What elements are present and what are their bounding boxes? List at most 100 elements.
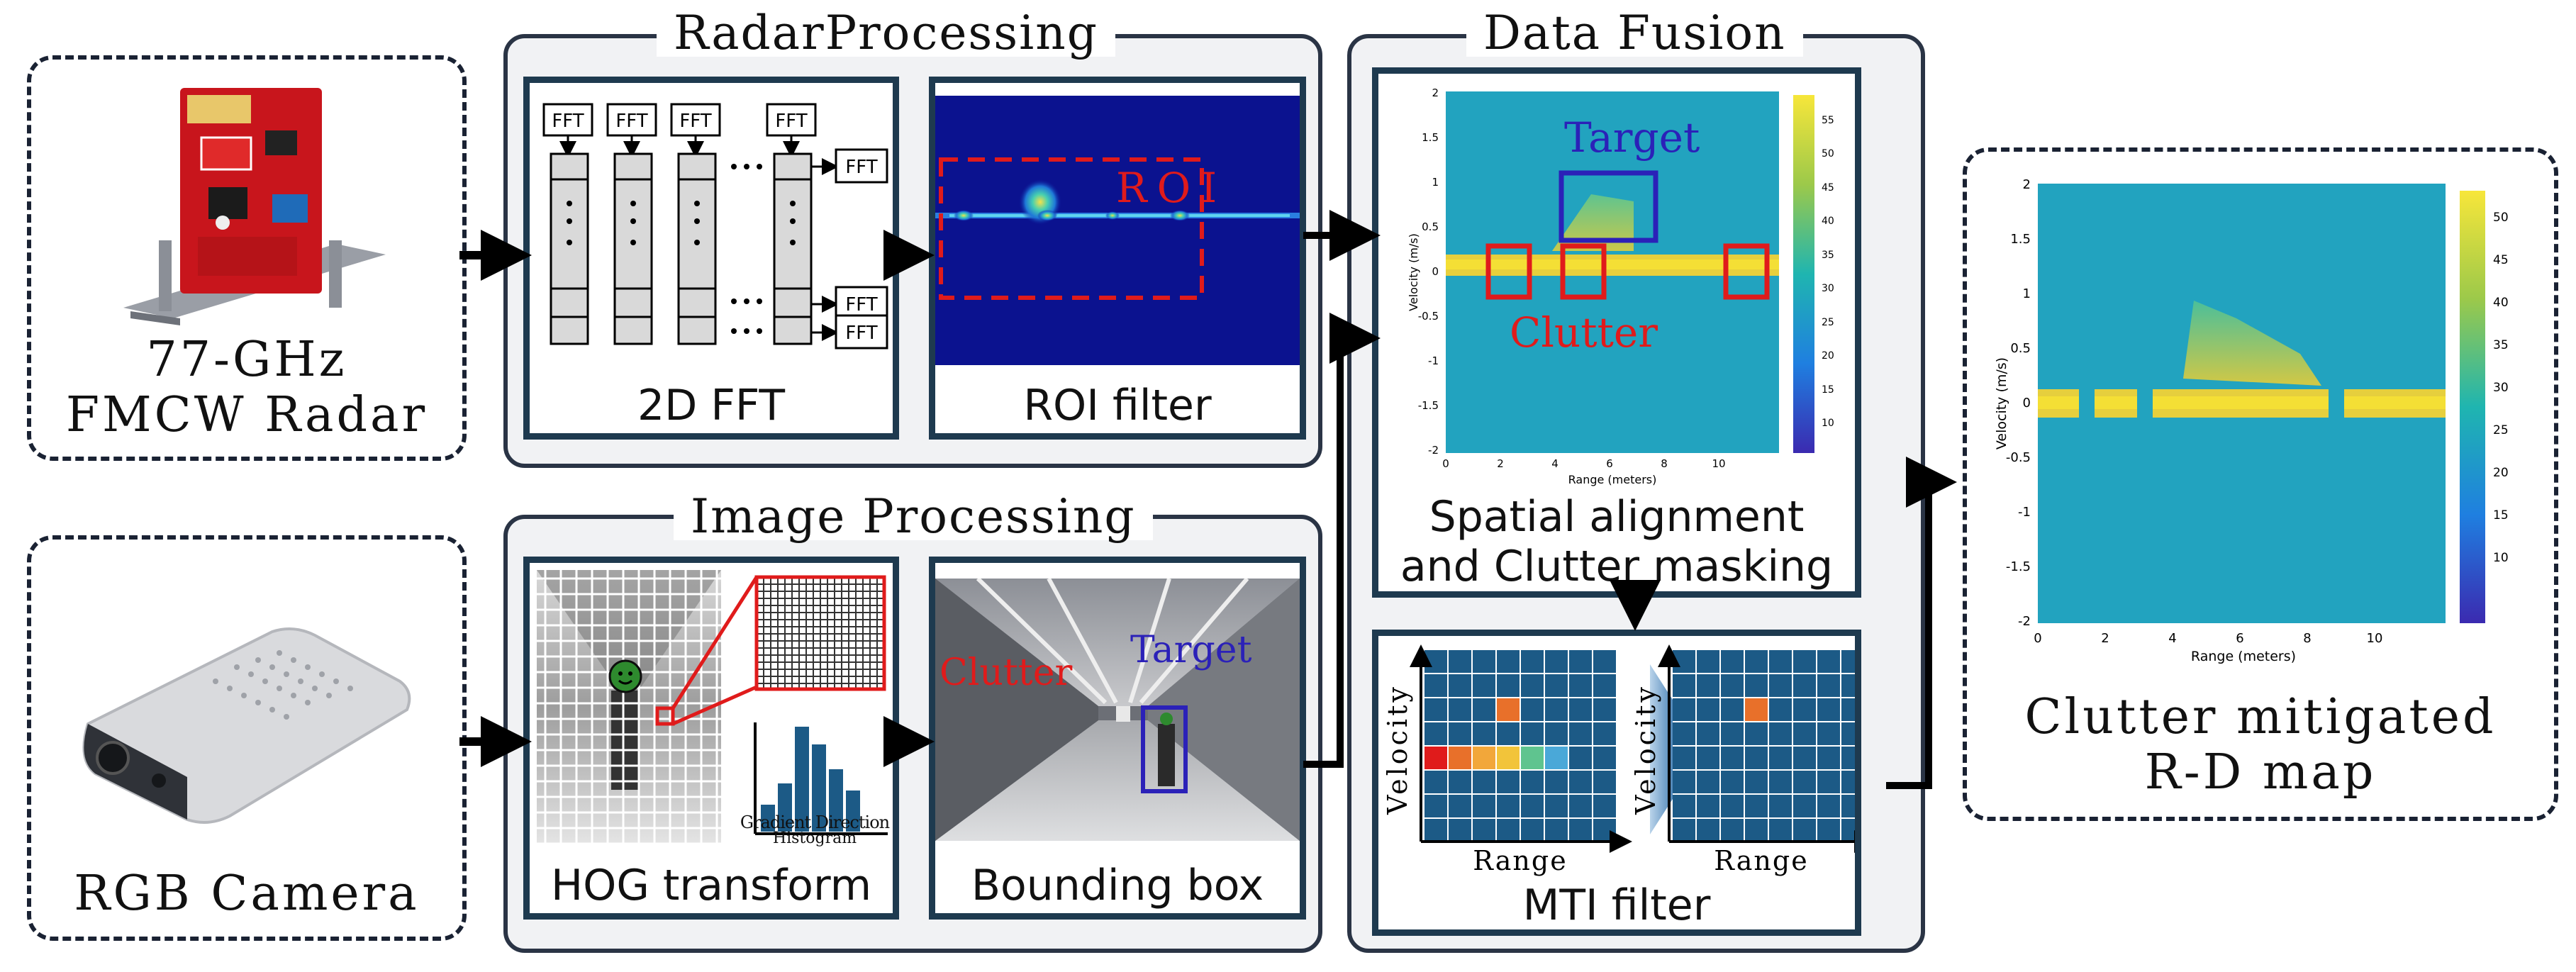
svg-text:50: 50 — [1822, 148, 1834, 160]
mti-cell — [1424, 819, 1447, 842]
svg-text:-1: -1 — [1428, 354, 1439, 367]
mti-ylabel-a: Velocity — [1382, 684, 1413, 815]
mti-cell — [1793, 795, 1816, 817]
mti-cell — [1545, 819, 1568, 842]
mti-cell — [1424, 650, 1447, 673]
camera-device-icon — [82, 627, 411, 824]
fft-box-label: FFT — [845, 323, 877, 344]
mti-cell — [1424, 747, 1447, 769]
mti-cell — [1473, 771, 1495, 793]
mti-cell — [1697, 698, 1719, 721]
svg-text:1.5: 1.5 — [2010, 232, 2031, 247]
svg-text:50: 50 — [2493, 211, 2509, 225]
svg-text:-2: -2 — [1428, 444, 1439, 457]
output-xlabel: Range (meters) — [2191, 649, 2296, 664]
fft-column-row — [550, 287, 589, 318]
fft-ellipsis — [757, 164, 762, 169]
mti-cell — [1697, 747, 1719, 769]
mti-cell — [1745, 650, 1768, 673]
output-ylabel: Velocity (m/s) — [1994, 357, 2009, 449]
mti-cell — [1593, 771, 1616, 793]
mti-cell — [1449, 650, 1471, 673]
svg-text:1: 1 — [1432, 176, 1439, 189]
fft-ellipsis — [731, 298, 737, 304]
mti-cell — [1545, 747, 1568, 769]
mti-cell — [1817, 650, 1840, 673]
mti-cell — [1424, 771, 1447, 793]
radar-label-line1: 77-GHz — [146, 332, 347, 388]
radar-processing-title: RadarProcessing — [657, 10, 1116, 57]
mti-cell — [1817, 722, 1840, 745]
mti-cell — [1545, 650, 1568, 673]
mti-cell — [1673, 650, 1695, 673]
mti-cell — [1817, 698, 1840, 721]
fft-column-row — [613, 152, 653, 181]
mti-cell — [1449, 795, 1471, 817]
mti-cell — [1841, 698, 1855, 721]
mti-cell — [1817, 771, 1840, 793]
roi-heatmap: ROI — [935, 96, 1300, 365]
svg-text:40: 40 — [2493, 296, 2509, 310]
roi-text: ROI — [1116, 164, 1227, 212]
mti-cell — [1697, 674, 1719, 697]
mti-cell — [1497, 698, 1520, 721]
svg-text:30: 30 — [2493, 381, 2509, 395]
svg-text:8: 8 — [1661, 457, 1668, 470]
mti-cell — [1473, 674, 1495, 697]
fft-box-label: FFT — [845, 157, 877, 178]
fft-dot — [567, 201, 572, 206]
mti-cell — [1473, 795, 1495, 817]
output-rd-map: 2 1.5 1 0.5 0 -0.5 -1 -1.5 -2 0 2 4 6 8 … — [1994, 177, 2509, 664]
svg-text:10: 10 — [2367, 631, 2383, 646]
mti-cell — [1497, 747, 1520, 769]
fft-column-row — [677, 152, 717, 181]
svg-text:0.5: 0.5 — [1422, 220, 1439, 233]
fft-column-row — [677, 287, 717, 318]
camera-input-box: RGB Camera — [27, 535, 467, 941]
mti-cell — [1745, 771, 1768, 793]
clutter-box-2 — [1560, 243, 1607, 300]
bbox-clutter-text: Clutter — [939, 652, 1072, 694]
mti-cell — [1745, 747, 1768, 769]
fft-ellipsis — [744, 298, 749, 304]
mti-cell — [1473, 747, 1495, 769]
mti-cell — [1721, 698, 1744, 721]
fft-ellipsis — [731, 164, 737, 169]
mti-cell — [1697, 650, 1719, 673]
fft-ellipsis — [757, 298, 762, 304]
mti-cell — [1497, 650, 1520, 673]
svg-text:15: 15 — [1822, 384, 1834, 396]
alignment-rd-map: 2 1.5 1 0.5 0 -0.5 -1 -1.5 -2 0 2 4 6 8 … — [1407, 86, 1834, 486]
mti-cell — [1817, 795, 1840, 817]
align-ytick: 2 — [1432, 86, 1439, 99]
fft-right-1 — [835, 148, 888, 184]
mti-cell — [1545, 771, 1568, 793]
mti-cell — [1449, 819, 1471, 842]
mti-cell — [1569, 819, 1592, 842]
align-ylabel: Velocity (m/s) — [1407, 233, 1420, 311]
svg-text:30: 30 — [1822, 283, 1834, 294]
mti-cell — [1817, 674, 1840, 697]
mti-cell — [1769, 650, 1792, 673]
svg-text:20: 20 — [2493, 466, 2509, 480]
fft-box-label: FFT — [845, 294, 877, 315]
mti-cell — [1497, 795, 1520, 817]
output-box: 2 1.5 1 0.5 0 -0.5 -1 -1.5 -2 0 2 4 6 8 … — [1963, 147, 2558, 821]
fft-column-row — [773, 287, 813, 318]
mti-cell — [1745, 795, 1768, 817]
mti-cell — [1497, 722, 1520, 745]
svg-text:2: 2 — [1497, 457, 1504, 470]
fft-dot — [630, 201, 636, 206]
mti-cell — [1449, 722, 1471, 745]
svg-text:8: 8 — [2303, 631, 2311, 646]
svg-text:0.5: 0.5 — [2010, 341, 2031, 356]
mti-cell — [1569, 722, 1592, 745]
svg-text:6: 6 — [2236, 631, 2243, 646]
mti-cell — [1569, 650, 1592, 673]
fft-column-row — [613, 287, 653, 318]
mti-cell — [1721, 650, 1744, 673]
svg-text:-1.5: -1.5 — [2006, 559, 2031, 574]
fft-dot — [790, 201, 796, 206]
mti-cell — [1697, 819, 1719, 842]
mti-cell — [1721, 819, 1744, 842]
